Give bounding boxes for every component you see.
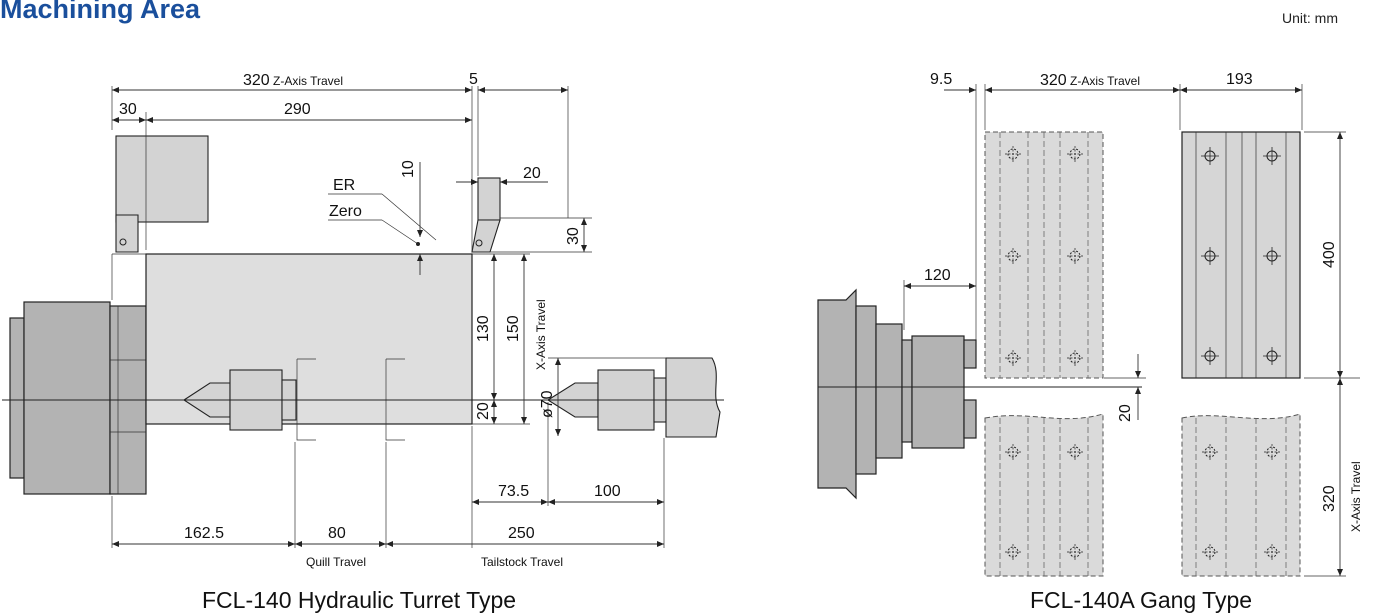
- tailstock-travel-label: Tailstock Travel: [481, 555, 563, 569]
- dim-290: 290: [284, 101, 311, 118]
- left-drawing: 320 Z-Axis Travel 5 30 290 10 ER Zero 20…: [2, 71, 724, 613]
- tailstock: [546, 357, 721, 438]
- left-caption: FCL-140 Hydraulic Turret Type: [202, 587, 516, 613]
- dim-100: 100: [594, 483, 621, 500]
- right-drawing: 9.5 320 Z-Axis Travel 193 120 400 20 320…: [817, 71, 1363, 613]
- dim-193: 193: [1226, 71, 1253, 88]
- x-axis-travel-right: X-Axis Travel: [1349, 461, 1363, 532]
- dim-80: 80: [328, 525, 346, 542]
- dim-10: 10: [400, 160, 417, 178]
- turret-tool-right: [471, 177, 501, 253]
- dim-5: 5: [469, 71, 478, 88]
- dim-162-5: 162.5: [184, 525, 224, 542]
- dim-20-bottom: 20: [475, 402, 492, 420]
- chuck: [9, 301, 147, 495]
- dim-320-gang: 320: [1321, 485, 1338, 512]
- gang-tool-block-3: [1181, 413, 1301, 577]
- right-caption: FCL-140A Gang Type: [1030, 587, 1252, 613]
- z-travel-text-left: Z-Axis Travel: [273, 74, 343, 88]
- dim-30-top: 30: [119, 101, 137, 118]
- dim-9-5: 9.5: [930, 71, 952, 88]
- dim-400: 400: [1321, 241, 1338, 268]
- z-travel-value-right: 320: [1040, 72, 1067, 89]
- page-title: Machining Area: [0, 0, 201, 24]
- dim-130: 130: [475, 315, 492, 342]
- gang-spindle: [817, 288, 977, 500]
- dim-20-top: 20: [523, 165, 541, 182]
- gang-tool-rack: [1181, 131, 1301, 379]
- dim-30-right: 30: [565, 227, 582, 245]
- quill-travel-label: Quill Travel: [306, 555, 366, 569]
- dim-120: 120: [924, 267, 951, 284]
- dim-150: 150: [505, 315, 522, 342]
- x-axis-travel-left: X-Axis Travel: [534, 299, 548, 370]
- label-er: ER: [333, 177, 355, 194]
- unit-label: Unit: mm: [1282, 10, 1338, 26]
- turret-tool-left: [115, 135, 209, 253]
- dim-250: 250: [508, 525, 535, 542]
- dia-70: ø70: [539, 390, 556, 418]
- z-travel-value-left: 320: [243, 72, 270, 89]
- z-travel-text-right: Z-Axis Travel: [1070, 74, 1140, 88]
- dim-73-5: 73.5: [498, 483, 529, 500]
- label-zero: Zero: [329, 203, 362, 220]
- dim-20-gang: 20: [1117, 404, 1134, 422]
